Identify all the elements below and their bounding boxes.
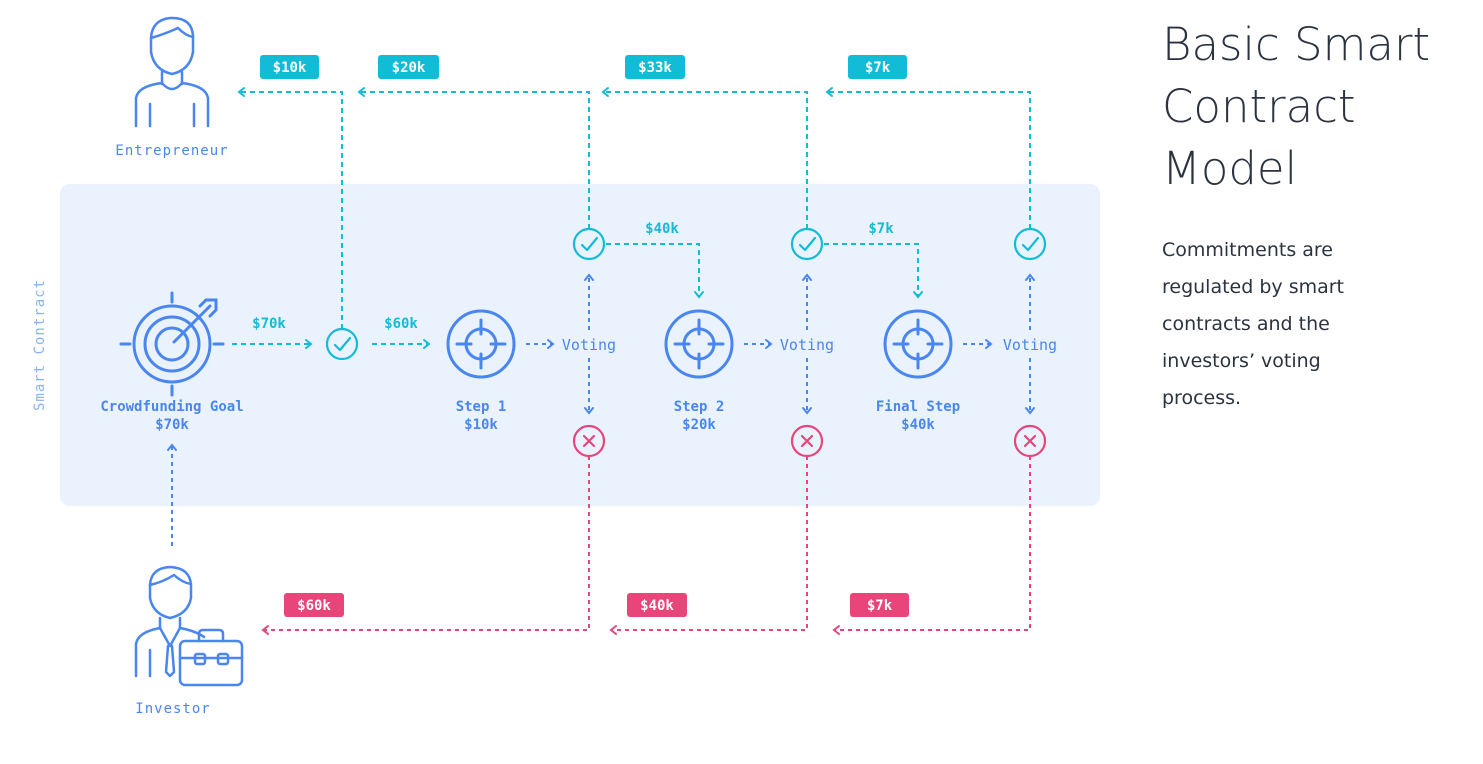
goal-transfer-label: $70k xyxy=(252,316,286,332)
region-label: Smart Contract xyxy=(32,279,48,411)
svg-text:$20k: $20k xyxy=(392,60,426,76)
step1-transfer-label: $60k xyxy=(384,316,418,332)
description-line: investors’ voting xyxy=(1162,350,1321,372)
smart-contract-diagram: Smart Contract Entrepreneur Investor Cro… xyxy=(32,16,1100,717)
step2-target-icon xyxy=(664,309,734,379)
payout-badge xyxy=(625,55,685,79)
voting-label-1: Voting xyxy=(562,336,616,354)
voting-label-3: Voting xyxy=(1003,336,1057,354)
svg-text:$33k: $33k xyxy=(638,60,672,76)
payout-badge xyxy=(378,55,439,79)
entrepreneur-label: Entrepreneur xyxy=(115,143,228,159)
description-line: regulated by smart xyxy=(1162,276,1345,298)
voting-label-2: Voting xyxy=(780,336,834,354)
page-title: Basic Smart Contract Model xyxy=(1162,14,1472,200)
goal-target-icon xyxy=(119,291,225,397)
step1-target-icon xyxy=(446,309,516,379)
svg-text:$7k: $7k xyxy=(867,598,893,614)
final-step-amount: $40k xyxy=(901,417,935,433)
step2-label: Step 2 xyxy=(674,399,725,415)
payout-badge xyxy=(260,55,319,79)
svg-text:$7k: $7k xyxy=(865,60,891,76)
entrepreneur-icon xyxy=(134,16,210,128)
title-line: Model xyxy=(1162,142,1298,195)
step2-transfer-label: $40k xyxy=(645,221,679,237)
description-line: process. xyxy=(1162,387,1242,409)
step1-amount: $10k xyxy=(464,417,498,433)
investor-icon xyxy=(134,565,244,687)
step2-amount: $20k xyxy=(682,417,716,433)
step1-label: Step 1 xyxy=(456,399,507,415)
final-step-label: Final Step xyxy=(876,399,960,415)
goal-amount: $70k xyxy=(155,417,189,433)
title-line: Contract xyxy=(1162,80,1356,133)
goal-label: Crowdfunding Goal xyxy=(100,399,243,415)
description-line: Commitments are xyxy=(1162,239,1333,261)
investor-label: Investor xyxy=(135,701,210,717)
info-panel: Basic Smart Contract Model Commitments a… xyxy=(1162,14,1472,417)
svg-text:$40k: $40k xyxy=(640,598,674,614)
svg-text:$60k: $60k xyxy=(297,598,331,614)
smart-contract-region xyxy=(60,184,1100,506)
final-step-target-icon xyxy=(883,309,953,379)
refund-badge xyxy=(627,593,687,617)
refund-badge xyxy=(850,593,909,617)
description: Commitments are regulated by smart contr… xyxy=(1162,232,1472,417)
svg-text:$10k: $10k xyxy=(273,60,307,76)
title-line: Basic Smart xyxy=(1162,18,1431,71)
description-line: contracts and the xyxy=(1162,313,1330,335)
final-step-transfer-label: $7k xyxy=(868,221,894,237)
payout-badge xyxy=(848,55,907,79)
refund-badge xyxy=(284,593,344,617)
